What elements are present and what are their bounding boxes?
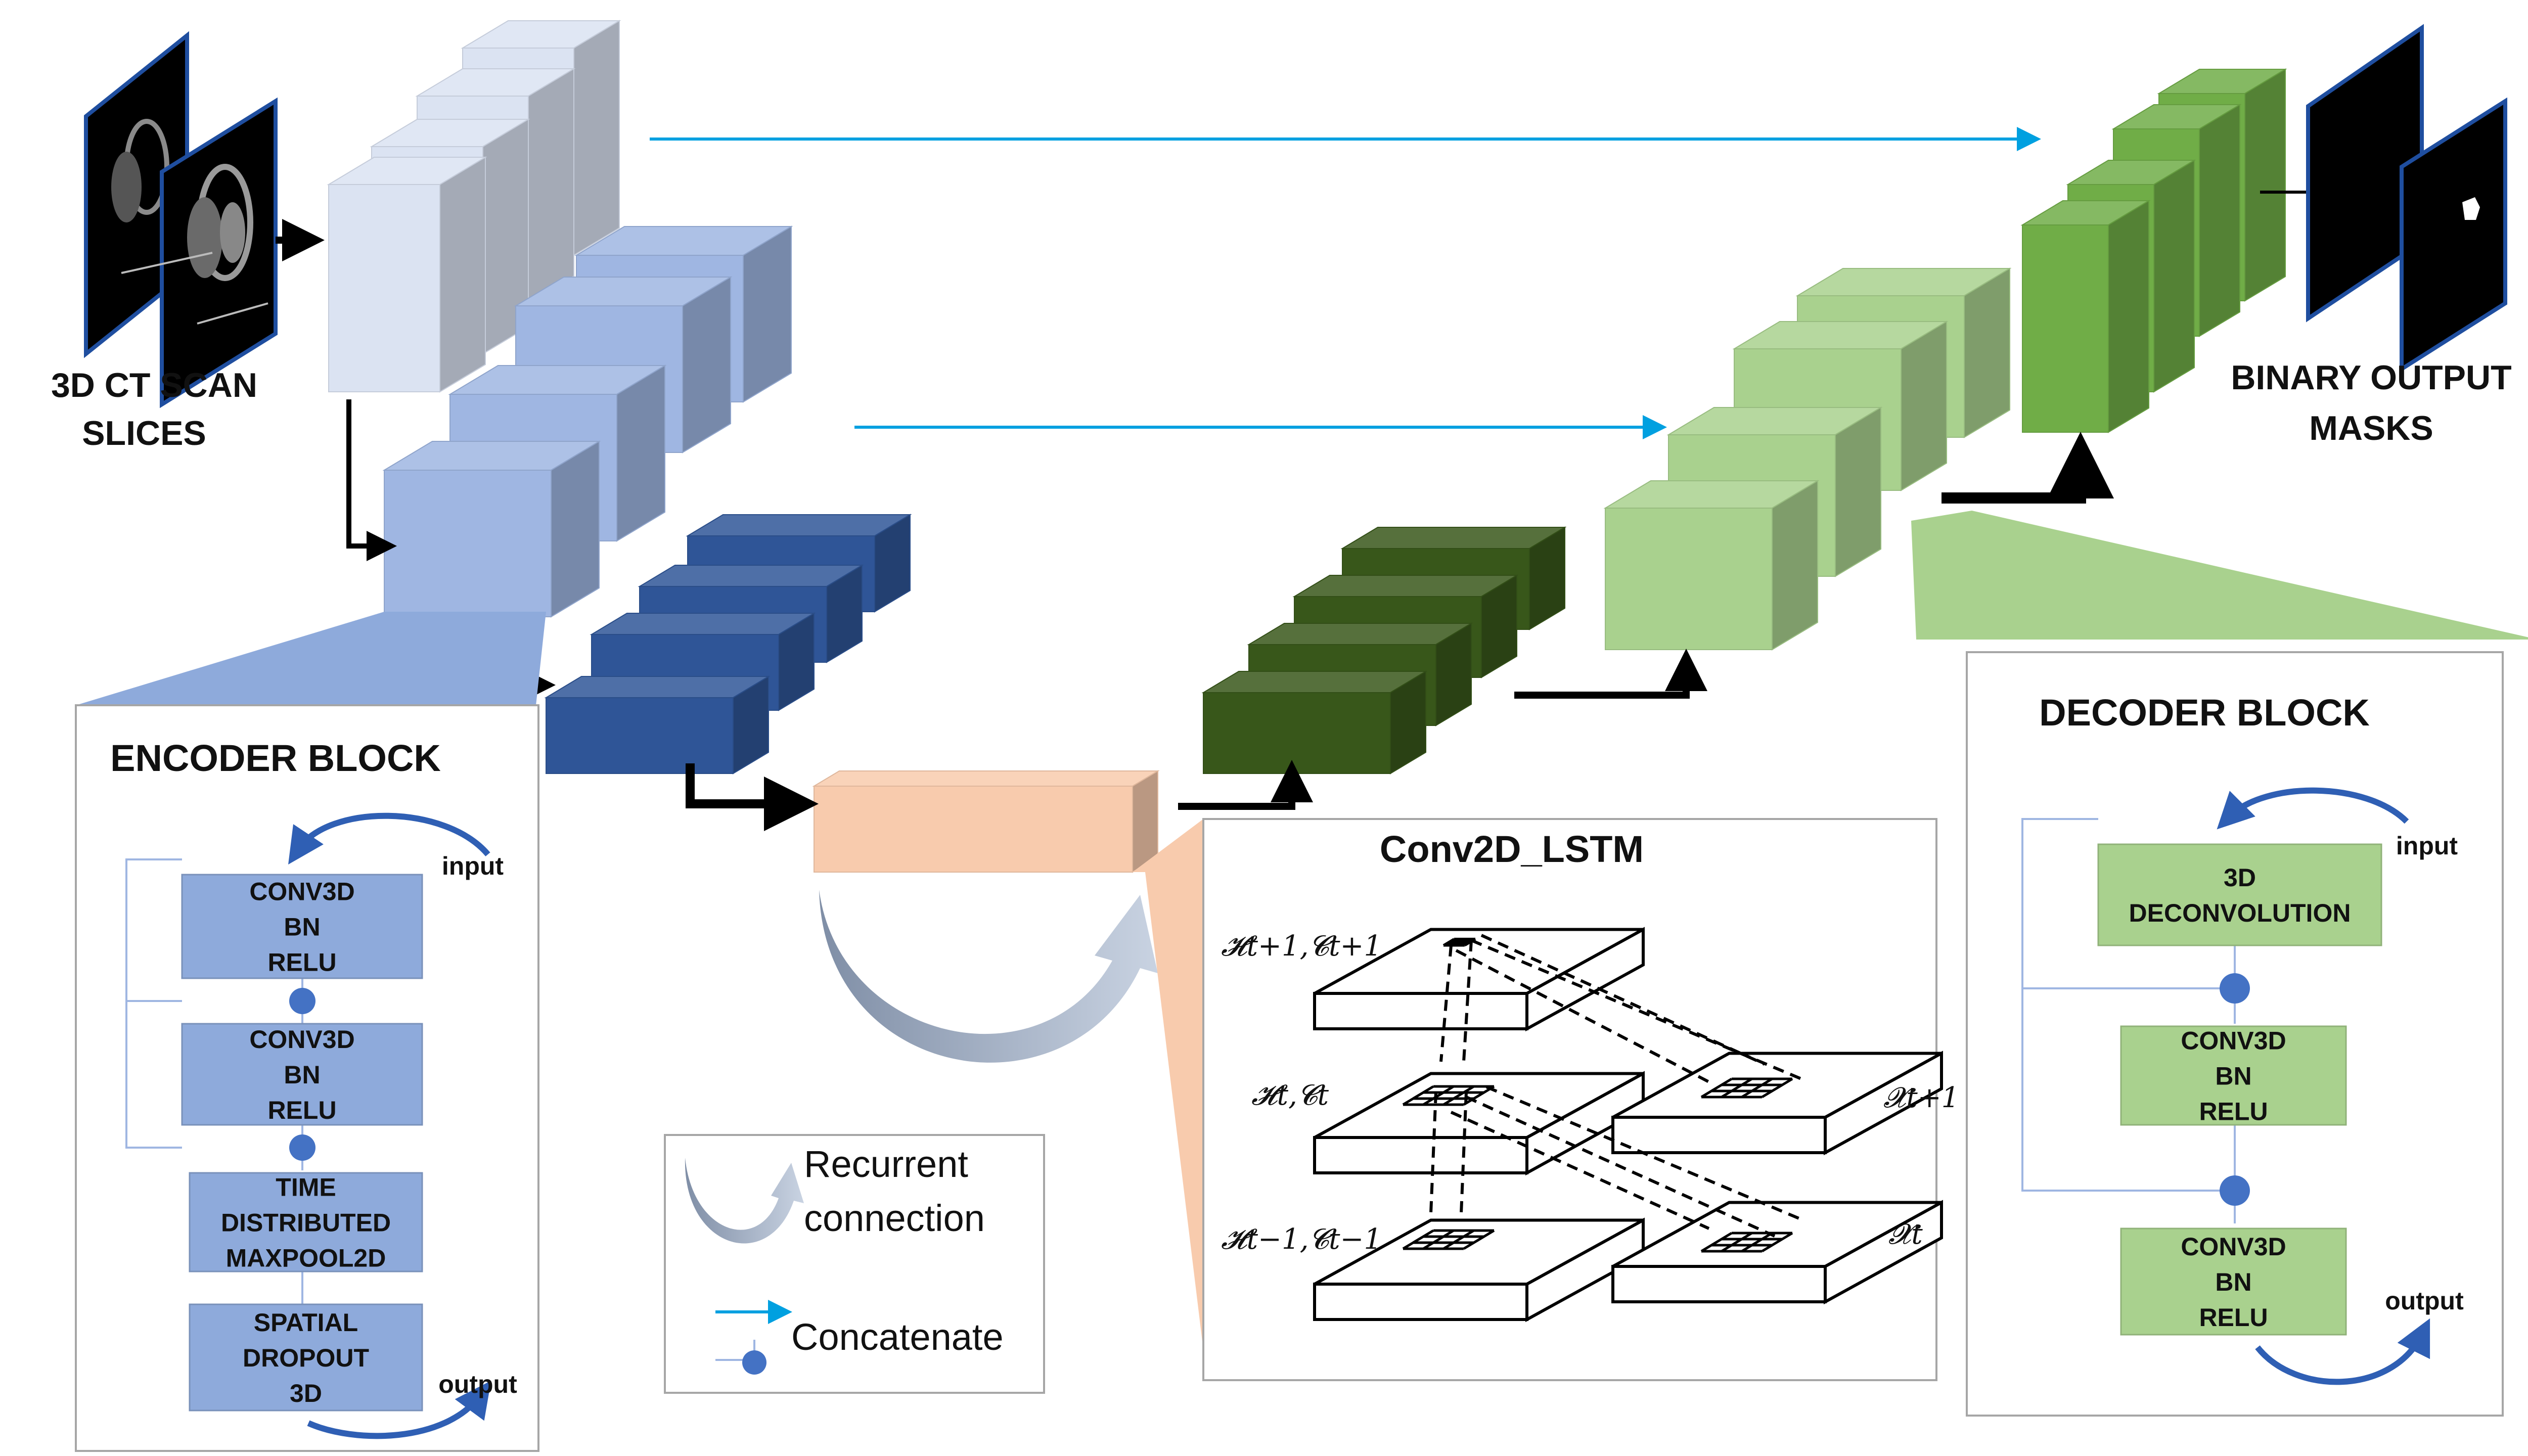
hidden-state-t-plus-1 bbox=[1313, 927, 1645, 1032]
encoder-layer-1-text: BN bbox=[284, 913, 320, 941]
kernel-grid-ht-prev bbox=[1402, 1229, 1495, 1250]
kernel-grid-x bbox=[1700, 1232, 1793, 1253]
encoder-layer-3-text: TIME bbox=[276, 1173, 336, 1202]
bottleneck-cube bbox=[812, 770, 1160, 873]
encoder-l1-cube bbox=[327, 156, 487, 393]
lstm-label-h-next: 𝓗t+1,𝓒t+1 bbox=[1221, 930, 1382, 963]
encoder-zoom-wedge bbox=[76, 612, 546, 705]
lstm-connection-lines bbox=[1429, 934, 1806, 1238]
decoder-block-title: DECODER BLOCK bbox=[2039, 692, 2370, 734]
lstm-label-x-next: 𝓧t+1 bbox=[1883, 1081, 1959, 1114]
binary-output-masks bbox=[2260, 24, 2507, 373]
concatenate-dot-icon bbox=[742, 1350, 766, 1375]
input-label-line2: SLICES bbox=[82, 414, 206, 452]
encoder-layer-1: CONV3D BN RELU bbox=[181, 874, 423, 979]
encoder-output-label: output bbox=[438, 1370, 517, 1398]
hidden-state-t bbox=[1313, 1071, 1645, 1176]
lstm-label-h-cur: 𝓗t,𝓒t bbox=[1251, 1079, 1329, 1112]
decoder-input-label: input bbox=[2396, 832, 2458, 860]
encoder-layer-boxes: CONV3D BN RELU CONV3D BN RELU TIME DISTRIBUTED M… bbox=[181, 874, 423, 1412]
lstm-state-slabs bbox=[1313, 927, 1943, 1323]
encoder-layer-4-text: SPATIAL bbox=[254, 1308, 358, 1337]
decoder-up-arrows bbox=[1178, 432, 2114, 810]
encoder-layer-2-text: CONV3D bbox=[249, 1025, 354, 1054]
encoder-layer-4-text: 3D bbox=[290, 1379, 322, 1407]
encoder-layer-3-text: MAXPOOL2D bbox=[226, 1244, 386, 1272]
encoder-layer-3-text: DISTRIBUTED bbox=[221, 1209, 391, 1237]
decoder-layer-1-text: 3D bbox=[2224, 863, 2256, 892]
legend bbox=[664, 1134, 1045, 1394]
encoder-layer-3: TIME DISTRIBUTED MAXPOOL2D bbox=[189, 1172, 423, 1272]
encoder-layer-2-text: BN bbox=[284, 1061, 320, 1089]
legend-recurrent-line2: connection bbox=[804, 1197, 985, 1239]
decoder-layer-2-text: CONV3D bbox=[2181, 1027, 2286, 1055]
legend-recurrent-line1: Recurrent bbox=[804, 1143, 968, 1185]
decoder-zoom-wedge bbox=[1911, 511, 2528, 640]
hidden-state-t-minus-1 bbox=[1313, 1217, 1645, 1323]
lstm-label-h-prev: 𝓗t−1,𝓒t−1 bbox=[1221, 1223, 1382, 1256]
encoder-layer-1-text: CONV3D bbox=[249, 878, 354, 906]
output-label-line1: BINARY OUTPUT bbox=[2231, 358, 2511, 397]
encoder-layer-1-text: RELU bbox=[267, 948, 336, 977]
feature-map-cubes bbox=[327, 20, 2287, 873]
kernel-grid-ht bbox=[1402, 1085, 1495, 1106]
encoder-l2-cube bbox=[382, 440, 601, 618]
encoder-layer-4-text: DROPOUT bbox=[243, 1344, 369, 1372]
lstm-label-x-cur: 𝓧t bbox=[1888, 1218, 1923, 1251]
ct-scan-slices bbox=[84, 31, 278, 408]
input-x-t bbox=[1611, 1200, 1943, 1305]
kernel-grid-x-next bbox=[1700, 1077, 1793, 1099]
lstm-zoom-wedge bbox=[1133, 819, 1203, 1350]
decoder-layer-3-text: BN bbox=[2215, 1268, 2251, 1296]
encoder-layer-2: CONV3D BN RELU bbox=[181, 1023, 423, 1126]
decoder-layer-3: CONV3D BN RELU bbox=[2120, 1227, 2347, 1336]
decoder-layer-3-text: RELU bbox=[2199, 1303, 2268, 1332]
legend-concatenate: Concatenate bbox=[791, 1316, 1004, 1358]
recurrent-connection-icon bbox=[685, 1158, 804, 1244]
decoder-layer-2-text: RELU bbox=[2199, 1098, 2268, 1126]
decoder-layer-1-text: DECONVOLUTION bbox=[2129, 899, 2351, 927]
decoder-layer-2-text: BN bbox=[2215, 1062, 2251, 1090]
decoder-layer-3-text: CONV3D bbox=[2181, 1233, 2286, 1261]
encoder-layer-2-text: RELU bbox=[267, 1096, 336, 1124]
encoder-block-title: ENCODER BLOCK bbox=[110, 737, 441, 779]
encoder-layer-4: SPATIAL DROPOUT 3D bbox=[189, 1303, 423, 1412]
encoder-input-label: input bbox=[442, 852, 504, 880]
decoder-output-label: output bbox=[2385, 1287, 2464, 1315]
decoder-l3-cube bbox=[1201, 670, 1428, 775]
output-label-line2: MASKS bbox=[2309, 409, 2433, 447]
recurrent-arc bbox=[819, 890, 1158, 1063]
decoder-layer-2: CONV3D BN RELU bbox=[2120, 1025, 2347, 1126]
decoder-layer-boxes: 3D DECONVOLUTION CONV3D BN RELU CONV3D BN RELU bbox=[2097, 843, 2382, 1336]
encoder-l3-cube bbox=[544, 675, 771, 775]
decoder-l1-cube bbox=[2020, 200, 2151, 433]
lstm-panel-title: Conv2D_LSTM bbox=[1380, 828, 1644, 870]
input-label-line1: 3D CT SCAN bbox=[51, 366, 257, 404]
decoder-layer-1: 3D DECONVOLUTION bbox=[2097, 843, 2382, 946]
decoder-l2-cube bbox=[1603, 480, 1820, 651]
